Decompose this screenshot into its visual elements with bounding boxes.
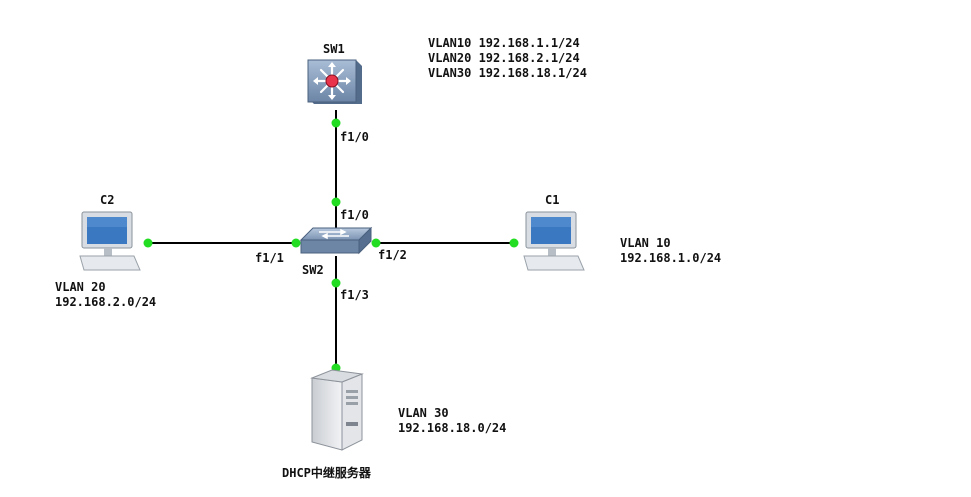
c2-device[interactable] (78, 210, 142, 272)
sw2-name: SW2 (302, 263, 324, 277)
c2-name: C2 (100, 193, 115, 207)
port-label-sw2-f12: f1/2 (378, 248, 407, 262)
server-device[interactable] (308, 368, 366, 452)
port-label-sw1-f10: f1/0 (340, 130, 369, 144)
server-subnet: 192.168.18.0/24 (398, 421, 507, 435)
sw1-device[interactable] (306, 56, 364, 106)
sw2-device[interactable] (297, 226, 375, 256)
port-dot-c1 (509, 238, 519, 248)
port-dot-sw2-f10 (331, 197, 341, 207)
c2-subnet: 192.168.2.0/24 (55, 295, 157, 309)
sw1-config-line-3: VLAN30 192.168.18.1/24 (428, 66, 587, 80)
c1-vlan: VLAN 10 (620, 236, 671, 250)
server-icon (310, 369, 364, 451)
port-dot-sw2-f11 (291, 238, 301, 248)
pc-icon (79, 211, 141, 271)
port-label-sw2-f10: f1/0 (340, 208, 369, 222)
c1-device[interactable] (522, 210, 586, 272)
server-name: DHCP中继服务器 (282, 466, 371, 480)
c1-subnet: 192.168.1.0/24 (620, 251, 722, 265)
port-label-sw2-f13: f1/3 (340, 288, 369, 302)
server-vlan: VLAN 30 (398, 406, 449, 420)
layer3-switch-icon (307, 59, 362, 104)
sw1-config-line-1: VLAN10 192.168.1.1/24 (428, 36, 580, 50)
c2-vlan: VLAN 20 (55, 280, 106, 294)
switch-icon (299, 226, 373, 255)
sw1-config-line-2: VLAN20 192.168.2.1/24 (428, 51, 580, 65)
port-dot-c2 (143, 238, 153, 248)
sw1-name: SW1 (323, 42, 345, 56)
pc-icon (523, 211, 585, 271)
port-label-sw2-f11: f1/1 (255, 251, 284, 265)
port-dot-sw1-f10 (331, 118, 341, 128)
port-dot-sw2-f13 (331, 278, 341, 288)
c1-name: C1 (545, 193, 560, 207)
port-dot-sw2-f12 (371, 238, 381, 248)
